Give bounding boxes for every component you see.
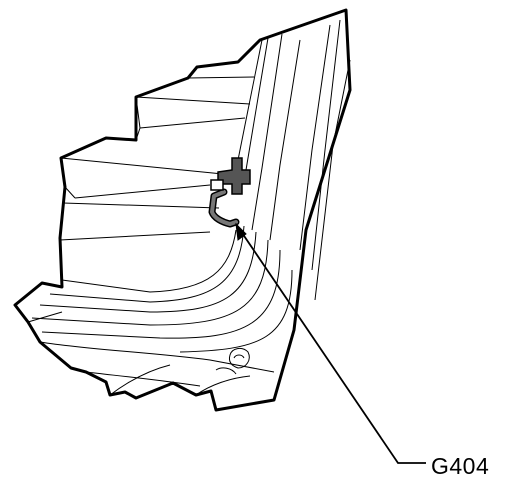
body-panel-outline bbox=[13, 8, 352, 412]
panel-detail-lines bbox=[27, 19, 351, 396]
ground-strap-icon bbox=[208, 157, 251, 228]
callout-label: G404 bbox=[431, 453, 490, 479]
callout-leader bbox=[235, 222, 426, 464]
